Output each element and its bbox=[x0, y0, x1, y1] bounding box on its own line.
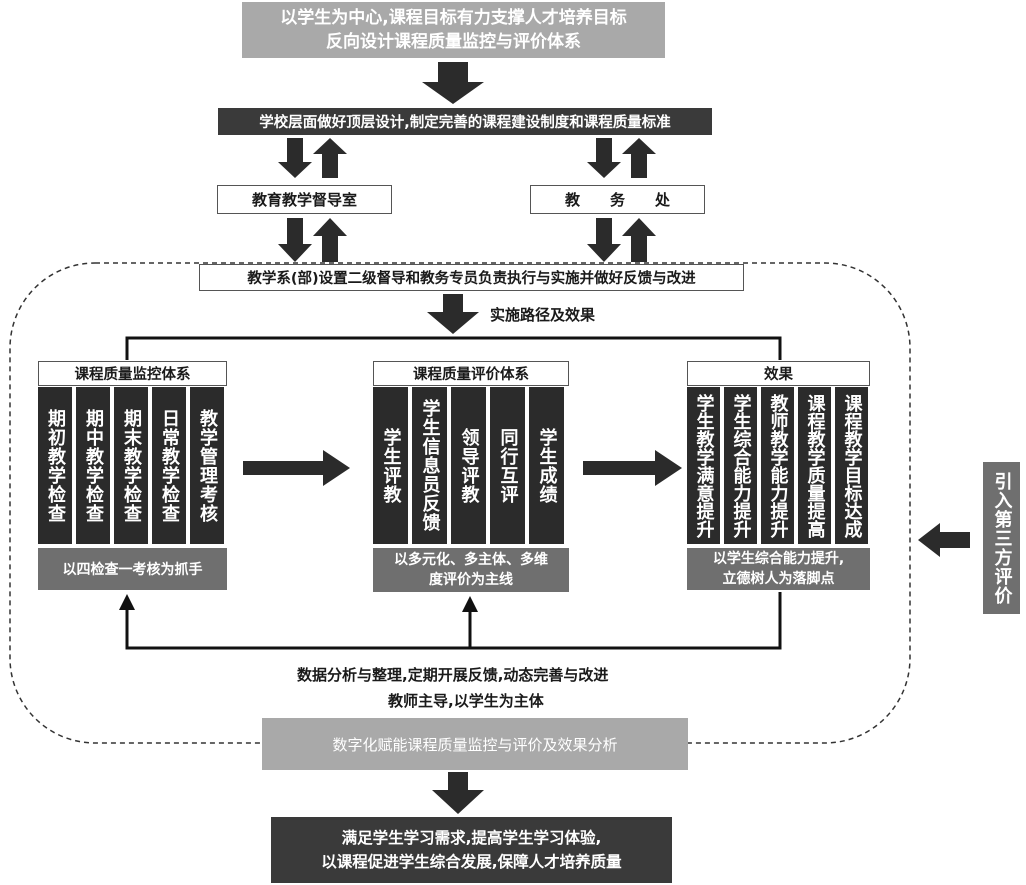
up-arrow-supervision-dept bbox=[313, 218, 347, 262]
academic-affairs-box: 教 务 处 bbox=[530, 185, 705, 214]
effect-column: 学生教学满意提升 bbox=[687, 387, 720, 544]
monitoring-column: 期初教学检查 bbox=[38, 387, 72, 544]
right-arrow-monitor-eval bbox=[243, 450, 350, 486]
bottom-goal-line1: 满足学生学习需求,提高学生学习体验, bbox=[341, 829, 602, 847]
down-arrow-affairs-in bbox=[587, 138, 621, 178]
down-arrow-1 bbox=[422, 62, 484, 104]
monitoring-column-label: 期初教学检查 bbox=[45, 408, 66, 523]
effect-column: 课程教学目标达成 bbox=[835, 387, 868, 544]
up-arrow-feedback-monitor bbox=[119, 594, 135, 610]
down-arrow-supervision-in bbox=[278, 138, 312, 178]
monitoring-column-label: 期末教学检查 bbox=[121, 408, 142, 523]
effect-footer-line1: 以学生综合能力提升, bbox=[712, 551, 845, 567]
evaluation-footer-line1: 以多元化、多主体、多维 bbox=[394, 552, 548, 568]
right-arrow-eval-effect bbox=[583, 450, 682, 486]
evaluation-column: 同行互评 bbox=[490, 387, 525, 544]
top-goal-box: 以学生为中心,课程目标有力支撑人才培养目标 反向设计课程质量监控与评价体系 bbox=[242, 2, 665, 58]
evaluation-column-label: 领导评教 bbox=[458, 427, 480, 504]
effect-title: 效果 bbox=[687, 361, 870, 386]
evaluation-column-label: 学生评教 bbox=[380, 427, 402, 504]
evaluation-footer: 以多元化、多主体、多维 度评价为主线 bbox=[373, 548, 569, 592]
digital-box: 数字化赋能课程质量监控与评价及效果分析 bbox=[262, 718, 688, 770]
monitoring-column: 日常教学检查 bbox=[152, 387, 186, 544]
effect-column: 课程教学质量提高 bbox=[798, 387, 831, 544]
monitoring-columns: 期初教学检查 期中教学检查 期末教学检查 日常教学检查 教学管理考核 bbox=[38, 387, 227, 544]
third-party-label: 引入第三方评价 bbox=[991, 471, 1013, 605]
feedback-line2: 教师主导,以学生为主体 bbox=[388, 692, 544, 710]
up-arrow-affairs-dept bbox=[622, 218, 656, 262]
path-label: 实施路径及效果 bbox=[490, 306, 596, 324]
monitoring-column: 教学管理考核 bbox=[190, 387, 224, 544]
evaluation-footer-line2: 度评价为主线 bbox=[429, 572, 513, 588]
top-goal-line1: 以学生为中心,课程目标有力支撑人才培养目标 bbox=[280, 8, 627, 28]
monitoring-column: 期末教学检查 bbox=[114, 387, 148, 544]
monitoring-column-label: 期中教学检查 bbox=[83, 408, 104, 523]
evaluation-title: 课程质量评价体系 bbox=[373, 361, 569, 386]
monitoring-column: 期中教学检查 bbox=[76, 387, 110, 544]
up-arrow-feedback-eval bbox=[462, 596, 478, 612]
effect-columns: 学生教学满意提升 学生综合能力提升 教师教学能力提升 课程教学质量提高 课程教学… bbox=[687, 387, 870, 544]
down-arrow-final bbox=[432, 772, 484, 814]
feedback-loop-line bbox=[125, 592, 782, 650]
down-arrow-affairs-dept bbox=[587, 218, 621, 262]
effect-column-label: 学生教学满意提升 bbox=[693, 393, 715, 538]
effect-footer-line2: 立德树人为落脚点 bbox=[722, 571, 835, 587]
bottom-goal-box: 满足学生学习需求,提高学生学习体验, 以课程促进学生综合发展,保障人才培养质量 bbox=[271, 817, 672, 883]
monitoring-footer: 以四检查一考核为抓手 bbox=[38, 548, 227, 590]
effect-column-label: 学生综合能力提升 bbox=[730, 393, 752, 538]
evaluation-column: 学生信息员反馈 bbox=[412, 387, 447, 544]
school-level-box: 学校层面做好顶层设计,制定完善的课程建设制度和课程质量标准 bbox=[218, 108, 712, 135]
down-arrow-supervision-dept bbox=[278, 218, 312, 262]
down-arrow-path bbox=[427, 294, 479, 334]
bracket-line bbox=[125, 336, 782, 360]
up-arrow-supervision-out bbox=[313, 138, 347, 178]
effect-column-label: 课程教学目标达成 bbox=[841, 393, 863, 538]
bottom-goal-line2: 以课程促进学生综合发展,保障人才培养质量 bbox=[321, 853, 622, 871]
monitoring-column-label: 教学管理考核 bbox=[197, 408, 218, 523]
effect-footer: 以学生综合能力提升, 立德树人为落脚点 bbox=[687, 548, 870, 590]
top-goal-line2: 反向设计课程质量监控与评价体系 bbox=[326, 32, 581, 52]
monitoring-column-label: 日常教学检查 bbox=[159, 408, 180, 523]
monitoring-title: 课程质量监控体系 bbox=[38, 361, 227, 386]
up-arrow-affairs-out bbox=[622, 138, 656, 178]
evaluation-columns: 学生评教 学生信息员反馈 领导评教 同行互评 学生成绩 bbox=[373, 387, 569, 544]
department-box: 教学系(部)设置二级督导和教务专员负责执行与实施并做好反馈与改进 bbox=[199, 264, 744, 291]
effect-column: 教师教学能力提升 bbox=[761, 387, 794, 544]
effect-column-label: 课程教学质量提高 bbox=[804, 393, 826, 538]
evaluation-column-label: 学生成绩 bbox=[536, 427, 558, 504]
department-scope-boundary bbox=[9, 262, 911, 744]
effect-column-label: 教师教学能力提升 bbox=[767, 393, 789, 538]
evaluation-column: 学生成绩 bbox=[529, 387, 564, 544]
effect-column: 学生综合能力提升 bbox=[724, 387, 757, 544]
evaluation-column: 领导评教 bbox=[451, 387, 486, 544]
feedback-line1: 数据分析与整理,定期开展反馈,动态完善与改进 bbox=[297, 666, 609, 684]
evaluation-column-label: 学生信息员反馈 bbox=[419, 399, 441, 532]
evaluation-column-label: 同行互评 bbox=[497, 427, 519, 504]
third-party-box: 引入第三方评价 bbox=[983, 462, 1020, 614]
evaluation-column: 学生评教 bbox=[373, 387, 408, 544]
left-arrow-third-party bbox=[918, 523, 970, 557]
supervision-office-box: 教育教学督导室 bbox=[217, 185, 392, 214]
